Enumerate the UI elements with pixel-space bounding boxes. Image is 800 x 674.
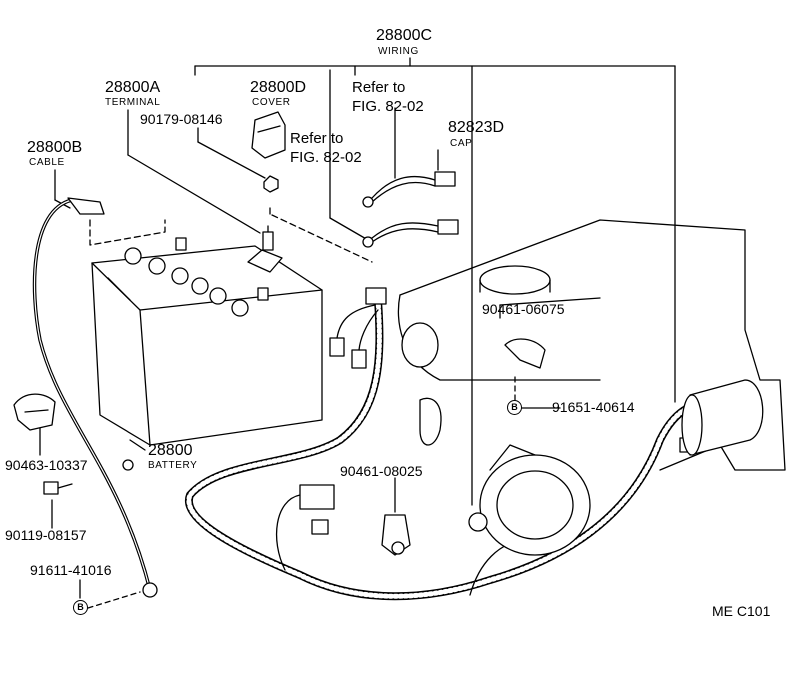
bolt-part-number: 90119-08157	[5, 527, 87, 543]
diagram-code: ME C101	[712, 603, 771, 619]
terminal-name: TERMINAL	[105, 97, 161, 108]
small-wires	[362, 171, 459, 248]
main-harness	[184, 287, 701, 601]
wiring-name: WIRING	[378, 46, 419, 57]
cover-part-number: 28800D	[250, 79, 307, 96]
cable-part-number: 28800B	[27, 139, 83, 156]
bolt-b1-part-number: 91651-40614	[552, 399, 635, 415]
nut-part-number: 90179-08146	[140, 111, 223, 127]
b-marker-1: B	[507, 400, 522, 415]
bolt-b2-part-number: 91611-41016	[30, 562, 112, 578]
clamp-2-part-number: 90461-08025	[340, 463, 423, 479]
cap-part-number: 82823D	[448, 119, 505, 136]
engine-block	[381, 219, 786, 556]
wiring-part-number: 28800C	[376, 27, 433, 44]
refer-to-label-1: Refer to	[352, 79, 406, 96]
refer-to-label-2: Refer to	[290, 130, 344, 147]
battery-part-number: 28800	[148, 442, 193, 459]
wiring-leader-lines	[39, 57, 676, 609]
b-marker-2: B	[73, 600, 88, 615]
cover	[251, 111, 286, 159]
cable-name: CABLE	[29, 157, 65, 168]
battery-name: BATTERY	[148, 460, 198, 471]
battery	[91, 237, 323, 446]
battery-cable	[32, 197, 158, 598]
terminal-part-number: 28800A	[105, 79, 161, 96]
refer-to-fig-2: FIG. 82-02	[290, 149, 362, 166]
cover-name: COVER	[252, 97, 291, 108]
refer-to-fig-1: FIG. 82-02	[352, 98, 424, 115]
cap-name: CAP	[450, 138, 473, 149]
terminal	[247, 175, 283, 273]
bracket-part-number: 90463-10337	[5, 457, 88, 473]
clamp-1-part-number: 90461-06075	[482, 301, 565, 317]
bracket	[13, 393, 73, 495]
dashed-locators	[89, 207, 373, 263]
